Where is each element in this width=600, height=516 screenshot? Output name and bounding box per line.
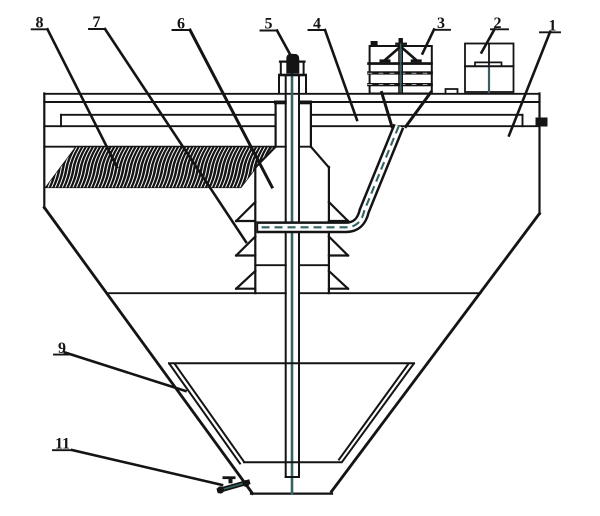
svg-text:4: 4 <box>313 16 321 33</box>
svg-text:2: 2 <box>494 15 502 32</box>
svg-text:8: 8 <box>36 15 44 32</box>
svg-text:1: 1 <box>549 18 557 35</box>
svg-text:6: 6 <box>177 15 185 32</box>
svg-text:9: 9 <box>58 340 66 357</box>
svg-text:7: 7 <box>93 14 101 31</box>
svg-text:11: 11 <box>55 436 70 453</box>
svg-text:3: 3 <box>437 15 445 32</box>
svg-text:5: 5 <box>265 16 273 33</box>
